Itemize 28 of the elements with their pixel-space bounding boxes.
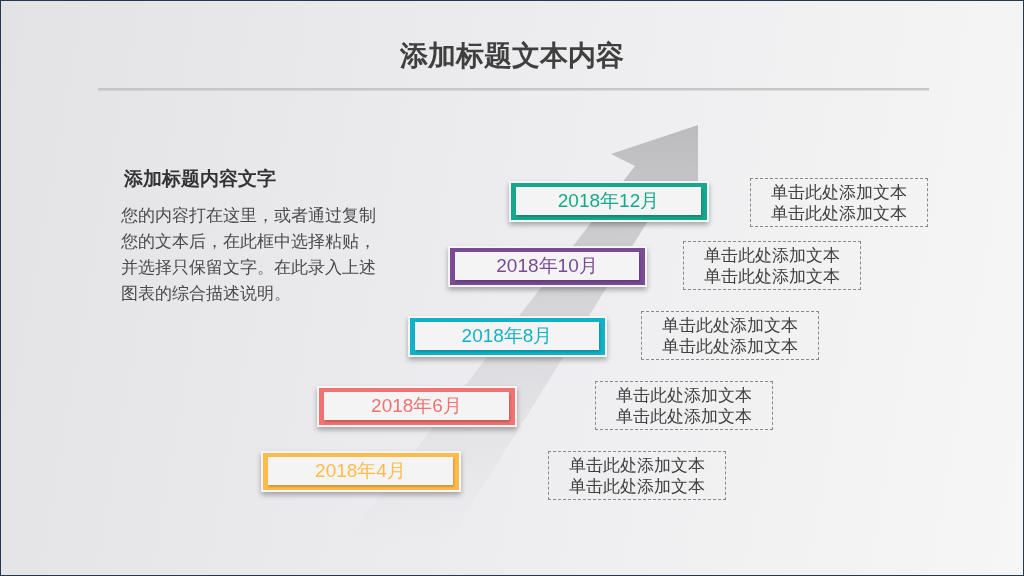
dashed-text-box (641, 311, 819, 360)
placeholder-text: 单击此处添加文本 (771, 202, 907, 224)
dashed-text-box (683, 241, 861, 290)
section-heading: 添加标题内容文字 (124, 167, 276, 191)
dashed-text-box (595, 381, 773, 430)
date-tag (261, 451, 461, 492)
date-tag (509, 181, 709, 222)
date-label: 2018年4月 (268, 457, 453, 485)
date-label: 2018年8月 (415, 322, 599, 350)
date-tag (317, 386, 517, 427)
dashed-text-box (750, 178, 928, 227)
placeholder-text: 单击此处添加文本 (569, 454, 705, 476)
placeholder-text: 单击此处添加文本 (771, 181, 907, 203)
placeholder-text: 单击此处添加文本 (704, 244, 840, 266)
description-paragraph: 您的内容打在这里，或者通过复制您的文本后，在此框中选择粘贴，并选择只保留文字。在此录入上述图表的综合描述说明。 (121, 205, 377, 305)
placeholder-text: 单击此处添加文本 (616, 405, 752, 427)
date-tag (408, 316, 607, 357)
placeholder-text: 单击此处添加文本 (662, 335, 798, 357)
placeholder-text: 单击此处添加文本 (569, 475, 705, 497)
placeholder-text: 单击此处添加文本 (704, 265, 840, 287)
date-label: 2018年12月 (516, 187, 701, 215)
placeholder-text: 单击此处添加文本 (616, 384, 752, 406)
date-tag (448, 246, 647, 287)
date-label: 2018年10月 (455, 252, 639, 280)
dashed-text-box (548, 451, 726, 500)
placeholder-text: 单击此处添加文本 (662, 314, 798, 336)
date-label: 2018年6月 (324, 392, 509, 420)
slide-title: 添加标题文本内容 (400, 39, 624, 73)
